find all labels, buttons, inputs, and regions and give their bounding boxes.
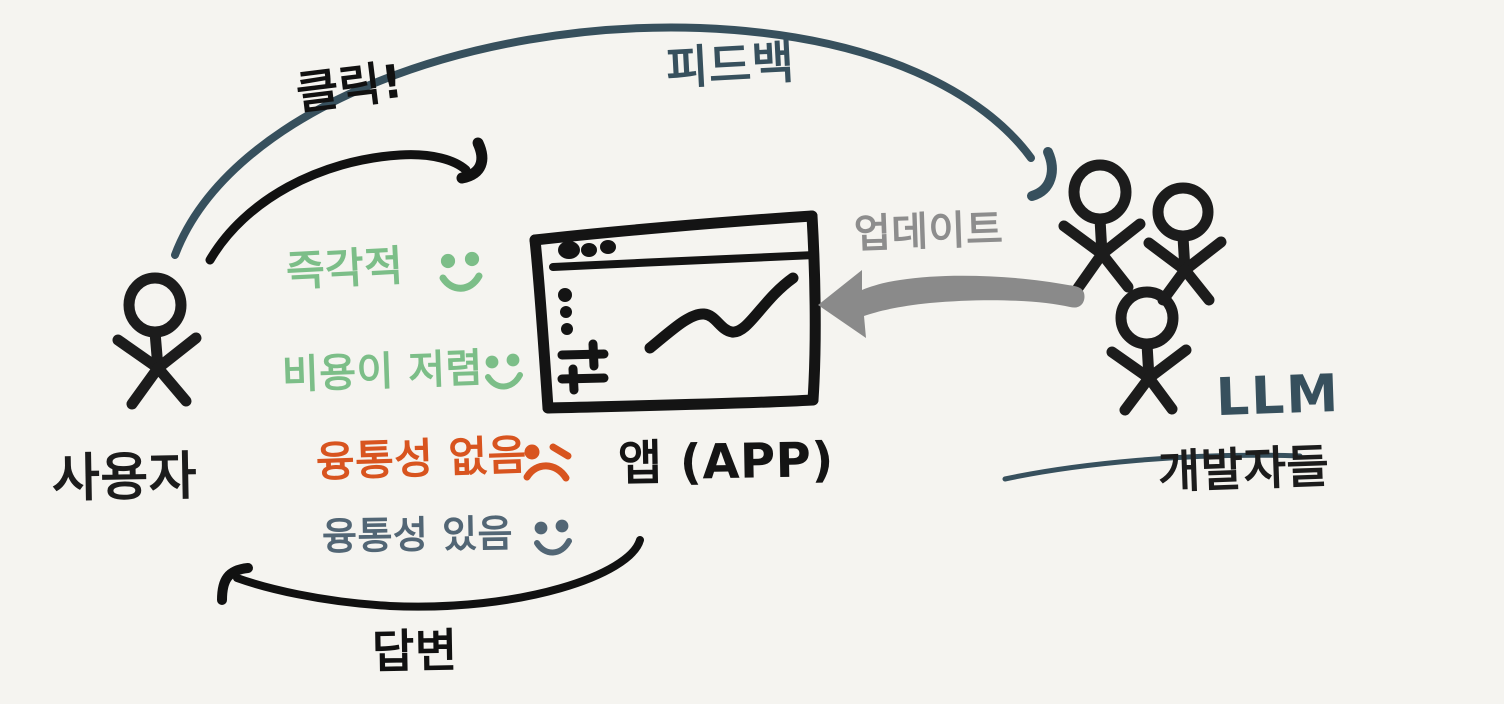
- annotation-flexible: 융통성 있음: [321, 511, 514, 559]
- click-arrow-label: 클릭!: [293, 53, 407, 121]
- developers-label: 개발자들: [1157, 439, 1331, 499]
- developer-stick-figure-2: [1143, 182, 1227, 306]
- app-window-sketch: [529, 210, 821, 414]
- frown-face-inflexible: [523, 443, 572, 482]
- smile-face-cheap: [485, 353, 523, 390]
- user-label: 사용자: [51, 446, 198, 510]
- click-arrowhead: [456, 137, 488, 184]
- smile-face-flexible: [534, 519, 572, 556]
- feedback-arrow-path: [171, 23, 1035, 259]
- smile-face-instant: [439, 251, 483, 292]
- update-arrow: [818, 270, 1085, 338]
- app-label: 앱 (APP): [617, 432, 835, 492]
- llm-tag-label: LLM: [1214, 363, 1342, 429]
- update-arrow-label: 업데이트: [853, 206, 1004, 258]
- answer-arrowhead: [217, 563, 253, 605]
- answer-arrow-label: 답변: [371, 623, 459, 679]
- annotation-inflexible: 융통성 없음: [315, 430, 528, 487]
- feedback-arrow-label: 피드백: [664, 34, 796, 96]
- annotation-cheap: 비용이 저렴: [281, 345, 484, 399]
- user-stick-figure: [112, 272, 202, 410]
- developer-stick-figure-1: [1058, 159, 1146, 294]
- click-arrow-path: [205, 150, 471, 265]
- answer-arrow-path: [233, 536, 644, 611]
- annotation-instant: 즉각적: [284, 240, 405, 297]
- feedback-arrowhead: [1027, 147, 1057, 201]
- developers-underline: [1002, 452, 1303, 482]
- developer-stick-figure-3: [1106, 286, 1192, 416]
